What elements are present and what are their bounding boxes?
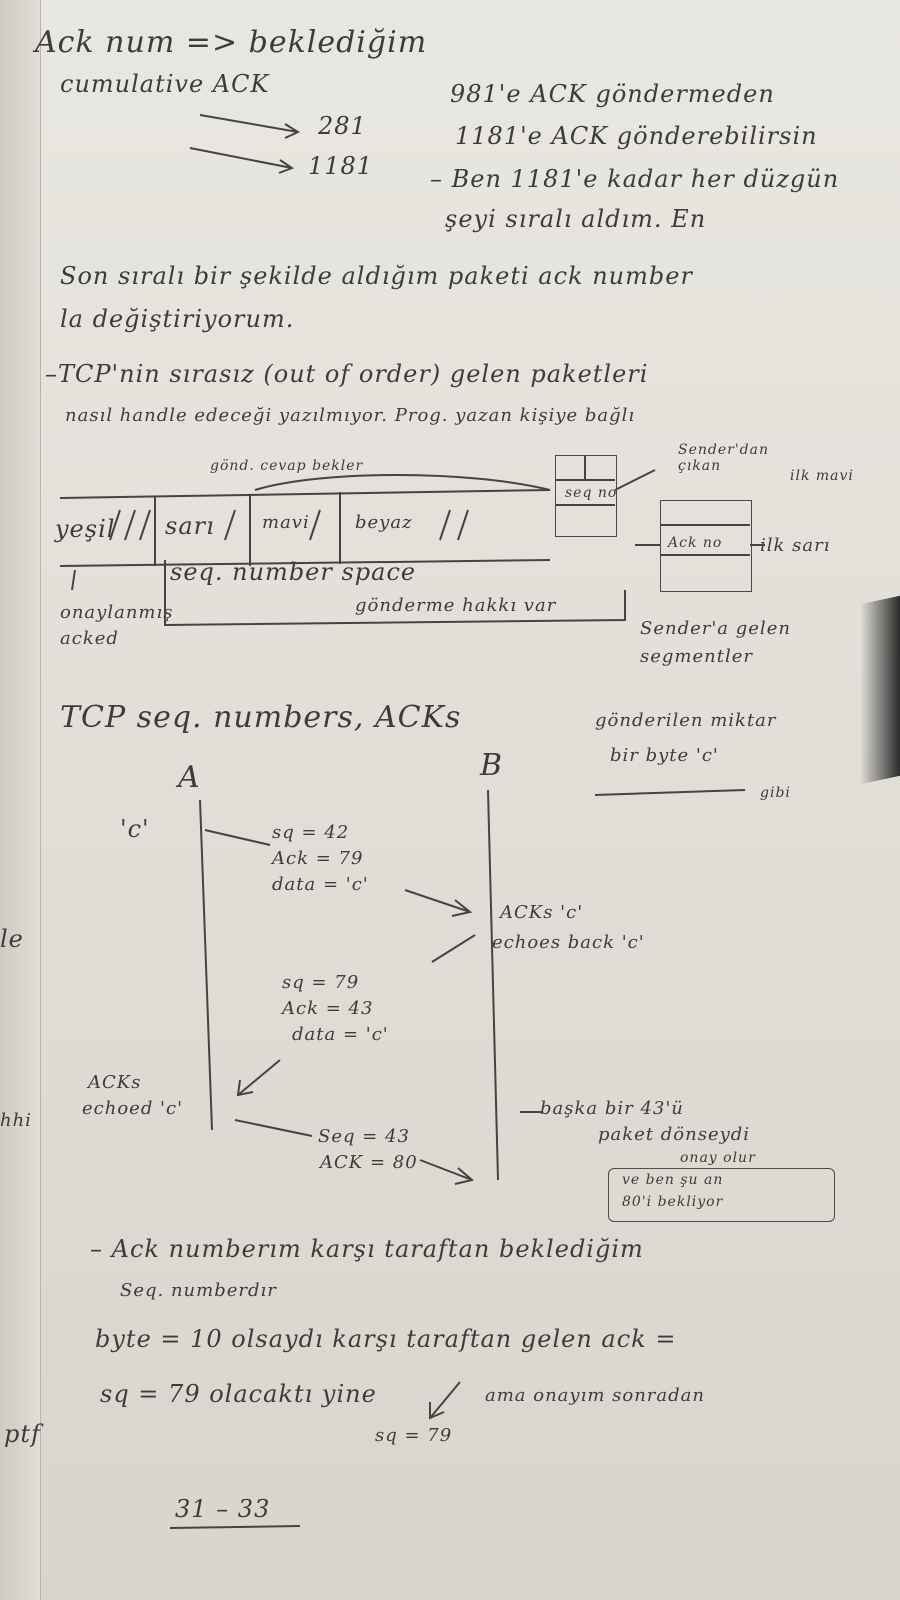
arrow-head [429,1402,445,1420]
m2-ack: Ack = 43 [282,998,374,1019]
bottom-line4: sq = 79 olacaktı yine [100,1380,377,1408]
host-a: A [178,760,201,795]
para1-line1: Son sıralı bir şekilde aldığım paketi ac… [60,262,693,290]
a-note: ACKs [88,1072,142,1093]
msg-arrow [237,1059,281,1096]
seq-no-label: seq no [565,485,618,501]
segment-beyaz: beyaz [355,512,413,533]
arrow [71,569,76,591]
para2-line2: nasıl handle edeceği yazılmıyor. Prog. y… [65,405,636,426]
arrow-head [454,1167,475,1185]
para2-line1: –TCP'nin sırasız (out of order) gelen pa… [45,360,649,388]
hatch [309,509,321,541]
num-1181: 1181 [308,152,374,180]
hatch [124,509,136,541]
msg-line [431,934,476,963]
right-note: paket dönseydi [598,1124,751,1145]
arrow-head [278,159,295,174]
msg-arrow [404,889,471,913]
bar-bottom-line [59,559,551,567]
side-note: bir byte 'c' [610,745,719,766]
section-title: TCP seq. numbers, ACKs [60,700,462,735]
arrow-head [236,1079,254,1097]
arrow-head [284,123,301,139]
note-line: 1181'e ACK gönderebilirsin [455,122,818,150]
underline [169,1525,301,1529]
a-note: echoed 'c' [82,1098,184,1119]
msg-line [204,829,271,846]
underline [594,789,746,796]
arrow [614,469,656,491]
right-box-text: ve ben şu an [622,1172,724,1188]
note-line: 981'e ACK göndermeden [450,80,775,108]
m3-ack: ACK = 80 [320,1152,418,1173]
segment-sari: sarı [165,512,215,540]
para1-line2: la değiştiriyorum. [60,305,295,333]
previous-page-edge [0,0,41,1600]
timeline-b [487,789,499,1181]
m1-data: data = 'c' [272,874,369,895]
margin-text: ptf [4,1420,41,1448]
bracket [164,560,626,627]
msg-arrow [419,1159,473,1181]
bottom-line4b: ama onayım sonradan [485,1385,705,1406]
msg-line [234,1119,313,1137]
sender-label: Sender'dan çıkan [678,442,770,474]
bottom-line3: byte = 10 olsaydı karşı taraftan gelen a… [95,1325,677,1353]
hatch [139,509,151,541]
margin-text: hhi [0,1110,32,1131]
m2-seq: sq = 79 [282,972,360,993]
note-line: – Ben 1181'e kadar her düzgün [430,165,840,193]
bar-top-line [59,489,551,499]
m1-ack: Ack = 79 [272,848,364,869]
margin-text: le [0,925,24,953]
onaylanmis-label: onaylanmış acked [60,602,174,649]
bottom-sq79: sq = 79 [375,1425,453,1446]
m2-data: data = 'c' [292,1024,389,1045]
segment-mavi: mavi [262,512,310,533]
timeline-a [199,799,213,1131]
right-note-box [608,1168,835,1222]
arrow [189,147,293,169]
b-note: ACKs 'c' [500,902,584,923]
note-line: şeyi sıralı aldım. En [445,205,707,233]
c-label: 'c' [120,815,150,843]
ack-num-heading: Ack num => beklediğim [35,25,428,60]
gond-note: gönd. cevap bekler [210,458,364,474]
ilk-sari: ilk sarı [760,535,831,556]
hatch [439,509,451,541]
curved-arrow [254,474,551,491]
arrow [199,114,299,133]
b-note: echoes back 'c' [492,932,645,953]
bottom-line2: Seq. numberdır [120,1280,277,1301]
right-note: başka bir 43'ü [540,1098,684,1119]
bottom-line1: – Ack numberım karşı taraftan beklediğim [90,1235,644,1263]
cumulative-ack: cumulative ACK [60,70,270,98]
right-box-text: 80'i bekliyor [622,1194,724,1210]
side-note: gibi [760,785,791,801]
hatch [224,509,236,541]
hatch [109,509,121,541]
gonderme-hakki: gönderme hakkı var [355,595,557,616]
page-ref: 31 – 33 [175,1495,271,1523]
m3-seq: Seq = 43 [318,1126,410,1147]
side-note: gönderilen miktar [595,710,777,731]
ack-no-label: Ack no [668,535,723,551]
m1-seq: sq = 42 [272,822,350,843]
right-note: onay olur [680,1150,756,1166]
ilk-mavi: ilk mavi [790,468,854,484]
host-b: B [480,748,504,783]
arrow [429,1381,461,1419]
arrow-head [451,899,473,917]
sender-gelen: Sender'a gelen segmentler [640,618,791,667]
hatch [457,509,469,541]
num-281: 281 [318,112,367,140]
segment-yesil: yeşil [55,515,116,543]
